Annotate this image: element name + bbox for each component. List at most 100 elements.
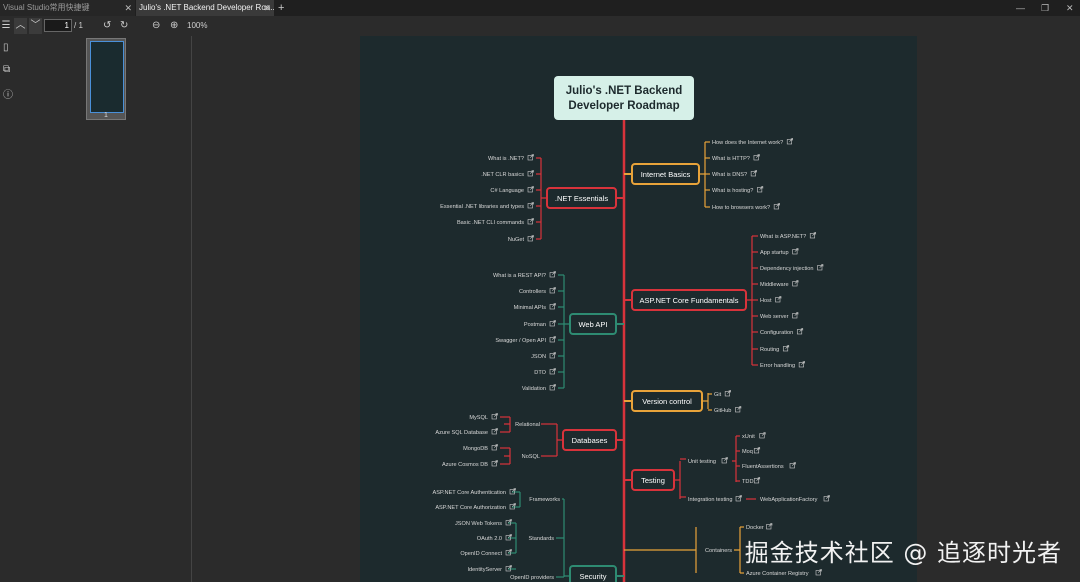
node-security[interactable]: Security <box>569 565 617 582</box>
topic-label[interactable]: How to browsers work? <box>712 205 770 211</box>
topic-label[interactable]: xUnit <box>742 434 755 440</box>
external-link-icon[interactable] <box>766 523 773 530</box>
group-label[interactable]: Relational <box>515 422 540 428</box>
group-label[interactable]: OpenID providers <box>510 575 554 581</box>
external-link-icon[interactable] <box>505 549 512 556</box>
external-link-icon[interactable] <box>527 154 534 161</box>
topic-label[interactable]: Web server <box>760 314 789 320</box>
topic-label[interactable]: OpenID Connect <box>460 551 502 557</box>
topic-label[interactable]: Azure SQL Database <box>435 430 488 436</box>
topic-label[interactable]: Error handling <box>760 363 795 369</box>
topic-label[interactable]: Git <box>714 392 722 398</box>
topic-label[interactable]: Validation <box>522 386 546 392</box>
external-link-icon[interactable] <box>815 569 822 576</box>
external-link-icon[interactable] <box>527 202 534 209</box>
restore-icon[interactable]: ❐ <box>1041 3 1050 13</box>
external-link-icon[interactable] <box>549 336 556 343</box>
tab-roadmap[interactable]: Julio's .NET Backend Developer Roa... ✕ <box>136 0 274 16</box>
node-testing[interactable]: Testing <box>631 469 675 491</box>
topic-label[interactable]: Azure Container Registry <box>746 571 809 577</box>
topic-label[interactable]: What is a REST API? <box>493 273 546 279</box>
external-link-icon[interactable] <box>823 495 830 502</box>
topic-label[interactable]: Essential .NET libraries and types <box>440 204 524 210</box>
group-label[interactable]: Frameworks <box>529 497 560 503</box>
external-link-icon[interactable] <box>549 352 556 359</box>
node-aspnet-core[interactable]: ASP.NET Core Fundamentals <box>631 289 747 311</box>
topic-label[interactable]: How does the Internet work? <box>712 140 783 146</box>
external-link-icon[interactable] <box>792 312 799 319</box>
topic-label[interactable]: JSON <box>531 354 546 360</box>
page-thumbnail[interactable]: 1 <box>86 38 126 120</box>
external-link-icon[interactable] <box>773 203 780 210</box>
minimize-icon[interactable]: — <box>1016 3 1025 13</box>
topic-label[interactable]: App startup <box>760 250 789 256</box>
topic-label[interactable]: DTO <box>534 370 546 376</box>
topic-label[interactable]: FluentAssertions <box>742 464 784 470</box>
bookmarks-icon[interactable]: ⧉ <box>3 64 11 75</box>
topic-label[interactable]: MySQL <box>469 415 488 421</box>
topic-label[interactable]: .NET CLR basics <box>481 172 524 178</box>
external-link-icon[interactable] <box>549 368 556 375</box>
external-link-icon[interactable] <box>549 384 556 391</box>
rotate-right-icon[interactable]: ↻ <box>120 20 129 31</box>
topic-label[interactable]: OAuth 2.0 <box>477 536 502 542</box>
topic-label[interactable]: What is ASP.NET? <box>760 234 806 240</box>
external-link-icon[interactable] <box>817 264 824 271</box>
node-version-control[interactable]: Version control <box>631 390 703 412</box>
topic-label[interactable]: WebApplicationFactory <box>760 497 818 503</box>
group-label[interactable]: NoSQL <box>522 454 540 460</box>
previous-page-icon[interactable]: ︿ <box>14 18 27 34</box>
close-window-icon[interactable]: ✕ <box>1066 3 1074 13</box>
topic-label[interactable]: IdentityServer <box>467 567 502 573</box>
topic-label[interactable]: Basic .NET CLI commands <box>457 220 524 226</box>
node-net-essentials[interactable]: .NET Essentials <box>546 187 617 209</box>
external-link-icon[interactable] <box>491 460 498 467</box>
topic-label[interactable]: What is .NET? <box>488 156 524 162</box>
external-link-icon[interactable] <box>527 186 534 193</box>
external-link-icon[interactable] <box>527 218 534 225</box>
node-databases[interactable]: Databases <box>562 429 617 451</box>
topic-label[interactable]: GitHub <box>714 408 731 414</box>
group-label[interactable]: Integration testing <box>688 497 732 503</box>
next-page-icon[interactable]: ﹀ <box>29 18 42 34</box>
external-link-icon[interactable] <box>789 462 796 469</box>
external-link-icon[interactable] <box>527 235 534 242</box>
external-link-icon[interactable] <box>509 503 516 510</box>
topic-label[interactable]: What is hosting? <box>712 188 753 194</box>
external-link-icon[interactable] <box>735 406 742 413</box>
external-link-icon[interactable] <box>509 488 516 495</box>
zoom-out-icon[interactable]: ⊖ <box>152 20 161 31</box>
external-link-icon[interactable] <box>491 413 498 420</box>
external-link-icon[interactable] <box>724 390 731 397</box>
topic-label[interactable]: What is DNS? <box>712 172 747 178</box>
external-link-icon[interactable] <box>549 287 556 294</box>
topic-label[interactable]: What is HTTP? <box>712 156 750 162</box>
external-link-icon[interactable] <box>775 296 782 303</box>
topic-label[interactable]: Routing <box>760 347 779 353</box>
topic-label[interactable]: ASP.NET Core Authorization <box>435 505 506 511</box>
external-link-icon[interactable] <box>735 495 742 502</box>
new-tab-icon[interactable]: + <box>278 2 285 14</box>
topic-label[interactable]: ASP.NET Core Authentication <box>433 490 507 496</box>
close-icon[interactable]: ✕ <box>263 3 271 13</box>
topic-label[interactable]: Swagger / Open API <box>495 338 546 344</box>
external-link-icon[interactable] <box>491 428 498 435</box>
topic-label[interactable]: Host <box>760 298 772 304</box>
thumbnails-icon[interactable]: ▯ <box>3 42 9 53</box>
topic-label[interactable]: MongoDB <box>463 446 488 452</box>
group-label[interactable]: Containers <box>705 548 732 554</box>
topic-label[interactable]: Dependency injection <box>760 266 814 272</box>
topic-label[interactable]: Postman <box>524 322 546 328</box>
external-link-icon[interactable] <box>505 565 512 572</box>
external-link-icon[interactable] <box>505 519 512 526</box>
node-web-api[interactable]: Web API <box>569 313 617 335</box>
zoom-in-icon[interactable]: ⊕ <box>170 20 179 31</box>
topic-label[interactable]: Configuration <box>760 330 793 336</box>
external-link-icon[interactable] <box>750 170 757 177</box>
tab-visual-studio-shortcuts[interactable]: Visual Studio常用快捷键 ✕ <box>0 0 135 16</box>
topic-label[interactable]: Controllers <box>519 289 546 295</box>
external-link-icon[interactable] <box>757 186 764 193</box>
close-icon[interactable]: ✕ <box>124 3 132 13</box>
external-link-icon[interactable] <box>796 328 804 335</box>
topic-label[interactable]: NuGet <box>508 237 525 243</box>
